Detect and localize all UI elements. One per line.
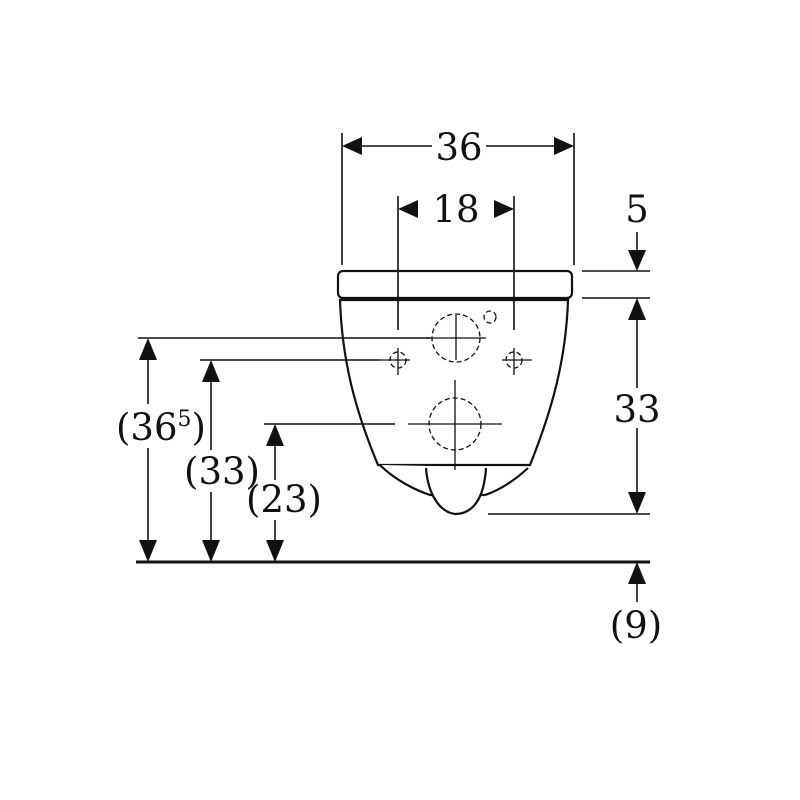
dimension-label-33: 33 — [613, 388, 660, 431]
dimension-height-23: (23) — [246, 423, 395, 562]
dimension-width-36: 36 — [341, 126, 575, 265]
dimension-label-36-5: (365) — [116, 406, 206, 449]
mounting-holes — [380, 310, 532, 470]
dimension-label-23: (23) — [246, 478, 322, 521]
dimension-label-5: 5 — [625, 188, 649, 231]
dimension-label-9: (9) — [610, 604, 662, 647]
dimension-bowl-33: 33 — [488, 298, 661, 515]
dimension-floor-gap-9: (9) — [610, 562, 662, 647]
dimension-height-33: (33) — [184, 359, 380, 562]
dimension-hole-spacing-18: 18 — [397, 188, 515, 330]
dimension-height-36-5: (365) — [116, 337, 430, 562]
dimension-label-36: 36 — [435, 126, 482, 169]
dimension-label-18: 18 — [432, 188, 479, 231]
dimension-seat-5: 5 — [582, 188, 650, 299]
toilet-seat — [336, 269, 574, 300]
dimension-label-33-paren: (33) — [184, 450, 260, 493]
toilet-bowl — [336, 269, 574, 516]
